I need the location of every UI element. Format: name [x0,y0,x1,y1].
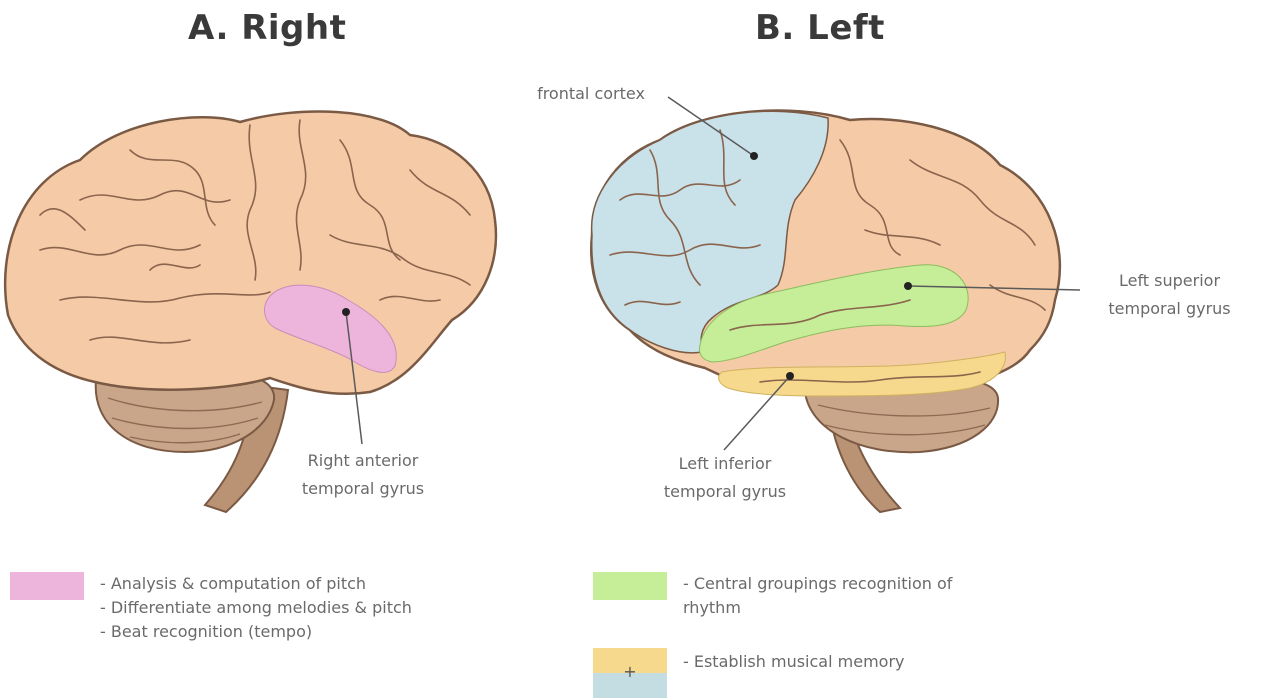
left-superior-marker [904,282,912,290]
legend-swatch-pink [10,572,84,600]
legend-swatch-yellow-blue: + [593,648,667,698]
label-frontal-cortex: frontal cortex [516,80,666,108]
left-inferior-marker [786,372,794,380]
frontal-cortex-marker [750,152,758,160]
label-left-superior-temporal-gyrus: Left superior temporal gyrus [1082,267,1257,323]
right-anterior-marker [342,308,350,316]
legend-plus-symbol: + [593,660,667,684]
legend-text-green: - Central groupings recognition of rhyth… [683,572,952,620]
legend-swatch-green [593,572,667,600]
label-left-inferior-temporal-gyrus: Left inferior temporal gyrus [640,450,810,506]
legend-text-yellow-blue: - Establish musical memory [683,650,904,674]
legend-text-pink: - Analysis & computation of pitch - Diff… [100,572,412,644]
label-right-anterior-temporal-gyrus: Right anterior temporal gyrus [278,447,448,503]
